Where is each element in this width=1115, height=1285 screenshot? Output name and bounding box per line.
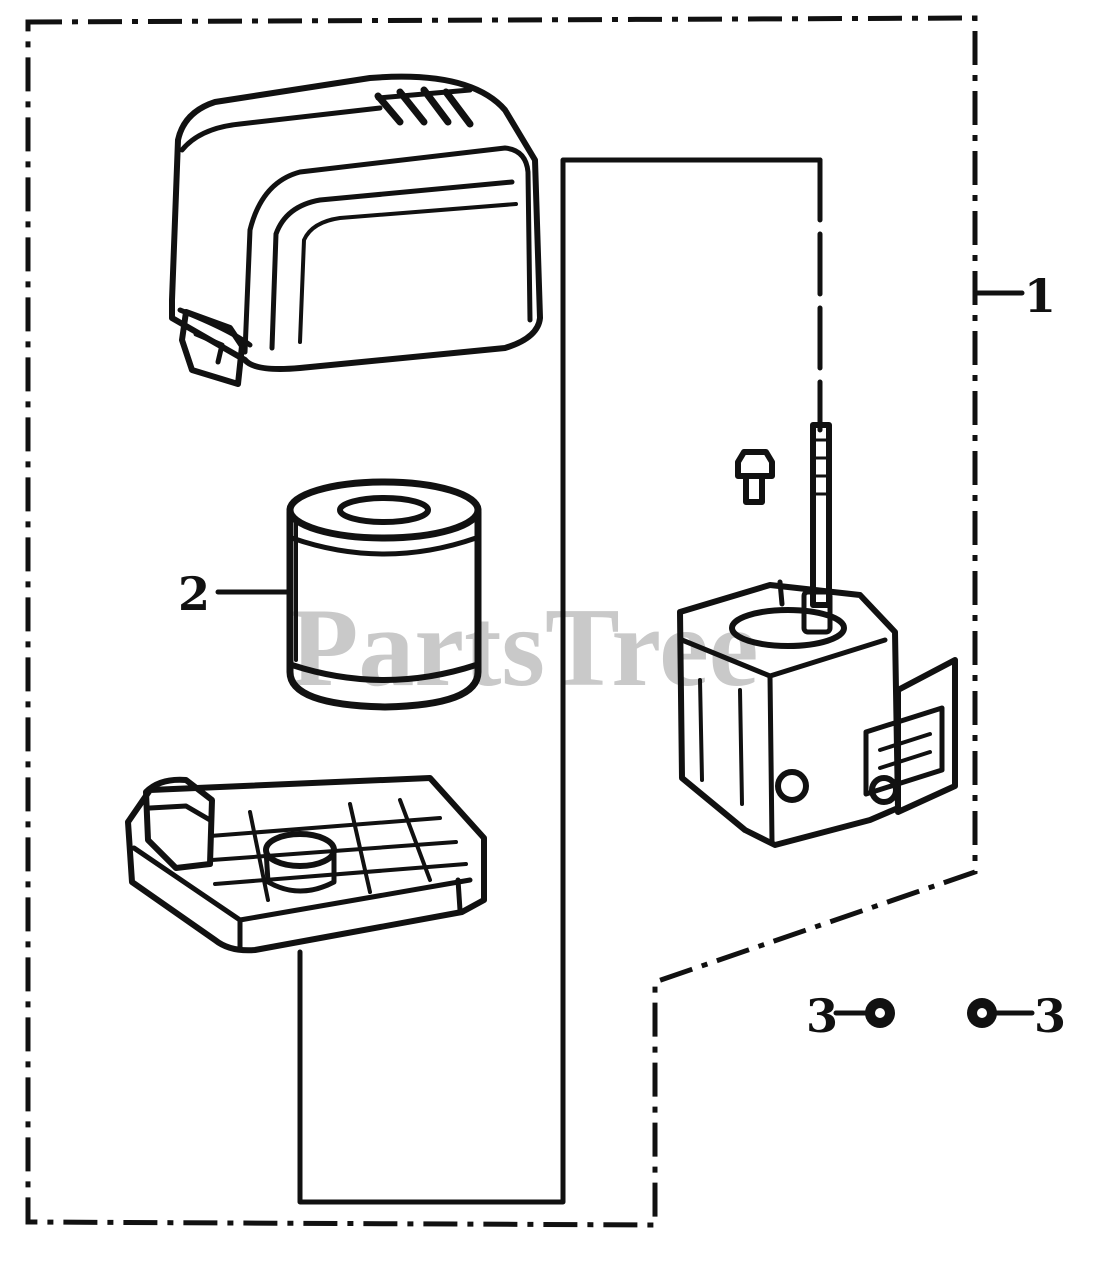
- air-cleaner-cover[interactable]: [169, 73, 543, 387]
- mounting-bolt[interactable]: [735, 449, 775, 505]
- callout-2: 2: [178, 567, 210, 621]
- cover-latch-tab: [179, 309, 245, 387]
- flange-nut-right[interactable]: [967, 998, 997, 1028]
- air-cleaner-elbow[interactable]: [677, 579, 958, 848]
- callout-3-right: 3: [1034, 989, 1066, 1043]
- callout-3-left: 3: [806, 989, 838, 1043]
- cover-vent-slots: [374, 86, 474, 128]
- callout-1: 1: [1024, 269, 1056, 323]
- mounting-stud[interactable]: [810, 422, 832, 608]
- assembly-boundary: [25, 15, 978, 1228]
- flange-nut-left[interactable]: [865, 998, 895, 1028]
- watermark-text: PartsTree: [290, 586, 759, 710]
- air-cleaner-base[interactable]: [125, 775, 487, 954]
- air-filter-element[interactable]: [286, 478, 482, 711]
- group-bracket-inner: [297, 157, 823, 1205]
